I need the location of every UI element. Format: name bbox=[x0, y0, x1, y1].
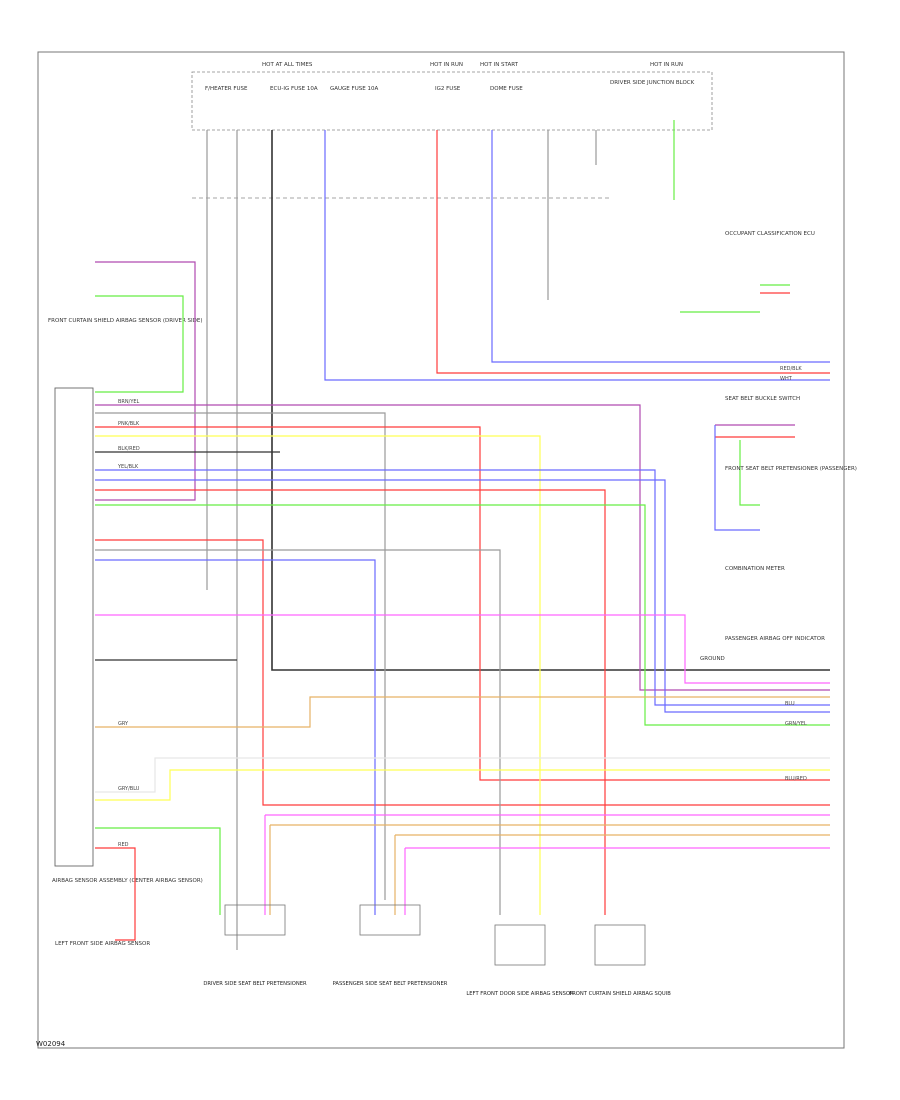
hot-label-3: HOT IN START bbox=[480, 62, 519, 68]
wire-tag-4: YEL/BLK bbox=[117, 464, 139, 470]
fuse-label-4: IG2 FUSE bbox=[435, 86, 461, 92]
wire-pink-ecu bbox=[95, 614, 830, 684]
wire-tag-1: BRN/YEL bbox=[118, 399, 140, 405]
wire-red-ecu-2 bbox=[95, 489, 606, 915]
ground-label: GROUND bbox=[700, 656, 725, 662]
wire-tag-10: GRN/YEL bbox=[785, 721, 807, 727]
right-label-1: OCCUPANT CLASSIFICATION ECU bbox=[725, 231, 815, 237]
wire-red-ecu bbox=[95, 426, 830, 781]
bottom-connectors: DRIVER SIDE SEAT BELT PRETENSIONER PASSE… bbox=[203, 904, 671, 997]
diagram-code: W02094 bbox=[36, 1040, 66, 1048]
wire-group bbox=[95, 120, 830, 950]
junction-block bbox=[191, 71, 713, 131]
fuse-label-3: GAUGE FUSE 10A bbox=[330, 86, 378, 92]
wire-tag-7: RED bbox=[118, 842, 129, 848]
wire-green-left bbox=[95, 295, 184, 393]
fuse-label-1: F/HEATER FUSE bbox=[205, 86, 248, 92]
wire-green-right bbox=[739, 440, 760, 506]
right-label-5: PASSENGER AIRBAG OFF INDICATOR bbox=[725, 636, 825, 642]
wire-gray-ecu-2 bbox=[95, 549, 501, 915]
airbag-ecu-box bbox=[54, 387, 94, 867]
wire-tag-3: BLK/RED bbox=[118, 446, 140, 452]
right-label-2: SEAT BELT BUCKLE SWITCH bbox=[725, 396, 800, 402]
wire-red-ecu-3 bbox=[95, 539, 830, 806]
wire-blue-ecu bbox=[95, 469, 830, 706]
connector-c3-box bbox=[494, 924, 546, 966]
wire-tag-5: GRY bbox=[118, 721, 129, 727]
connector-c2-box bbox=[359, 904, 421, 936]
connector-c3-label: LEFT FRONT DOOR SIDE AIRBAG SENSOR bbox=[466, 991, 574, 997]
wire-blue-top bbox=[324, 130, 830, 381]
wire-red-ecu-4 bbox=[95, 847, 136, 941]
hot-label-1: HOT AT ALL TIMES bbox=[262, 62, 313, 68]
hot-label-4: HOT IN RUN bbox=[650, 62, 683, 68]
junction-label: DRIVER SIDE JUNCTION BLOCK bbox=[610, 80, 695, 86]
right-label-4: COMBINATION METER bbox=[725, 566, 785, 572]
wire-tag-2: PNK/BLK bbox=[118, 421, 140, 427]
wire-tag-8: RED/BLK bbox=[780, 366, 802, 372]
wire-green-ecu-2 bbox=[95, 827, 221, 915]
wire-dark-main bbox=[271, 130, 830, 671]
sensor-left-bottom-label: LEFT FRONT SIDE AIRBAG SENSOR bbox=[55, 941, 150, 947]
wire-yellow-ecu-2 bbox=[95, 769, 830, 801]
diagram-frame bbox=[37, 51, 845, 1049]
wire-light-ecu bbox=[95, 757, 830, 793]
fuse-label-2: ECU-IG FUSE 10A bbox=[270, 86, 318, 92]
wire-blue-top-2 bbox=[491, 130, 830, 363]
wire-gray-ecu bbox=[95, 412, 386, 900]
connector-c4-label: FRONT CURTAIN SHIELD AIRBAG SQUIB bbox=[569, 991, 671, 997]
wire-tan-ecu bbox=[95, 696, 830, 728]
airbag-ecu-label: AIRBAG SENSOR ASSEMBLY (CENTER AIRBAG SE… bbox=[52, 878, 203, 884]
wire-tag-12: BLU/RED bbox=[785, 776, 807, 782]
right-label-3: FRONT SEAT BELT PRETENSIONER (PASSENGER) bbox=[725, 466, 857, 472]
left-sensor-label: FRONT CURTAIN SHIELD AIRBAG SENSOR (DRIV… bbox=[48, 318, 203, 324]
connector-c1-label: DRIVER SIDE SEAT BELT PRETENSIONER bbox=[203, 981, 307, 987]
wire-tag-9: WHT bbox=[780, 376, 793, 382]
wire-tag-6: GRY/BLU bbox=[118, 786, 140, 792]
connector-c4-box bbox=[594, 924, 646, 966]
wire-purple-left bbox=[95, 261, 196, 501]
wire-blue-right bbox=[714, 425, 760, 531]
wire-yellow-ecu bbox=[95, 435, 541, 915]
wire-blue-ecu-3 bbox=[95, 559, 376, 915]
hot-label-2: HOT IN RUN bbox=[430, 62, 463, 68]
connector-c2-label: PASSENGER SIDE SEAT BELT PRETENSIONER bbox=[333, 981, 448, 987]
wire-blue-ecu-2 bbox=[95, 479, 830, 713]
fuse-label-5: DOME FUSE bbox=[490, 86, 523, 92]
wire-purple-ecu bbox=[95, 404, 830, 691]
wire-red-top bbox=[436, 130, 830, 374]
wire-tag-11: BLU bbox=[785, 701, 795, 707]
connector-c1-box bbox=[224, 904, 286, 936]
